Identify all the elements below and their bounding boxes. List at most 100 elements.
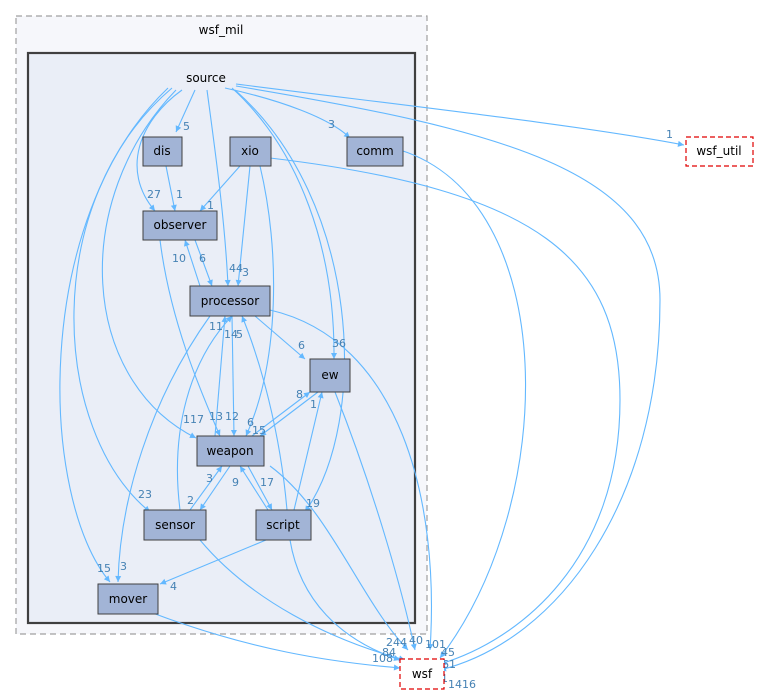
edge-label: 1 (666, 128, 673, 141)
edge-script-ew (293, 391, 323, 511)
arrowhead (440, 651, 446, 658)
edge-label: 1 (441, 672, 448, 685)
edge-source-weapon (101, 89, 197, 439)
edge-observer-weapon (159, 239, 221, 437)
edge-source-script (234, 89, 346, 513)
edge-labels: 5 3 1 27 1 1 6 10 44 3 6 36 11 14 5 8 6 … (97, 118, 673, 691)
node-xio[interactable]: xio (229, 136, 272, 167)
edge-source-dis (175, 89, 196, 133)
edge-xio-weapon (245, 165, 275, 437)
edge-label: 1 (207, 199, 214, 212)
edge-label: 3 (242, 266, 249, 279)
arrowhead (221, 316, 228, 323)
node-script[interactable]: script (255, 509, 312, 541)
node-processor[interactable]: processor (189, 285, 271, 317)
node-label: mover (109, 592, 148, 606)
edge-xio-processor (237, 165, 251, 287)
edge-label: 1 (176, 188, 183, 201)
edge-label: 6 (247, 416, 254, 429)
edge-ew-wsf (334, 391, 416, 651)
node-sensor[interactable]: sensor (143, 509, 207, 541)
edge-label: 3 (120, 560, 127, 573)
arrowhead (216, 466, 222, 473)
edge-label: 2 (187, 494, 194, 507)
edge-sensor-processor (176, 315, 233, 511)
edge-label: 13 (209, 410, 223, 423)
edge-observer-processor (194, 239, 213, 287)
node-mover[interactable]: mover (97, 583, 159, 615)
arrowhead (189, 432, 196, 438)
edge-source-wsf-util (235, 83, 685, 146)
edge-weapon-processor (214, 315, 226, 437)
arrowhead (230, 429, 237, 436)
edge-label: 5 (236, 328, 243, 341)
node-label: wsf (412, 667, 433, 681)
edge-source-observer (136, 89, 183, 212)
node-label: comm (356, 144, 393, 158)
arrowhead (241, 316, 248, 323)
node-label: weapon (206, 444, 253, 458)
arrowhead (401, 643, 408, 650)
arrowhead (115, 575, 122, 582)
arrowhead (245, 429, 252, 436)
arrowhead (103, 575, 110, 582)
arrowhead (317, 392, 324, 399)
node-label: observer (154, 218, 207, 232)
edge-script-mover (159, 539, 267, 585)
edge-processor-mover (117, 315, 211, 583)
node-label: script (266, 518, 300, 532)
arrowhead (393, 664, 400, 671)
edge-label: 14 (224, 328, 238, 341)
edge-label: 9 (232, 476, 239, 489)
node-observer[interactable]: observer (142, 210, 218, 241)
edge-processor-ew (254, 315, 306, 360)
edge-weapon-script (247, 465, 273, 511)
edge-label: 8 (296, 388, 303, 401)
edge-label: 6 (298, 339, 305, 352)
edge-label: 1416 (448, 678, 476, 691)
edge-sensor-weapon (189, 465, 223, 511)
edge-label: 117 (183, 413, 204, 426)
edge-source-comm (224, 87, 351, 139)
arrowhead (225, 316, 232, 323)
edge-comm-wsf (399, 149, 527, 659)
edge-label: 101 (425, 638, 446, 651)
arrowhead (207, 279, 213, 286)
cluster-source-label: source (186, 71, 226, 85)
node-dis[interactable]: dis (142, 136, 183, 167)
edge-source-processor (206, 89, 229, 287)
edge-label: 10 (172, 252, 186, 265)
arrowhead (331, 352, 338, 359)
edge-label: 44 (229, 262, 243, 275)
arrowhead (427, 643, 434, 650)
arrowhead (175, 125, 182, 132)
node-ew[interactable]: ew (309, 358, 351, 393)
edge-label: 36 (332, 337, 346, 350)
arrowhead (303, 392, 310, 399)
edge-label: 1 (310, 398, 317, 411)
node-label: dis (153, 144, 170, 158)
edge-source-wsf (235, 85, 661, 671)
edge-label: 27 (147, 188, 161, 201)
node-label: ew (321, 368, 338, 382)
node-comm[interactable]: comm (346, 136, 404, 167)
edge-label: 3 (206, 472, 213, 485)
arrowhead (393, 655, 400, 661)
arrowhead (260, 429, 267, 436)
edge-script-weapon (239, 465, 269, 511)
arrowhead (240, 466, 246, 473)
arrowhead (266, 503, 272, 510)
edges (59, 83, 685, 672)
edge-label: 15 (252, 424, 266, 437)
node-label: sensor (155, 518, 195, 532)
edge-source-mover (59, 87, 169, 583)
node-weapon[interactable]: weapon (196, 435, 265, 467)
arrowhead (214, 429, 221, 436)
edge-mover-wsf (149, 611, 401, 669)
node-wsf-util[interactable]: wsf_util (685, 136, 754, 167)
arrowhead (298, 352, 305, 359)
node-wsf[interactable]: wsf (399, 658, 445, 690)
edge-label: 40 (409, 634, 423, 647)
arrowhead (148, 204, 155, 211)
